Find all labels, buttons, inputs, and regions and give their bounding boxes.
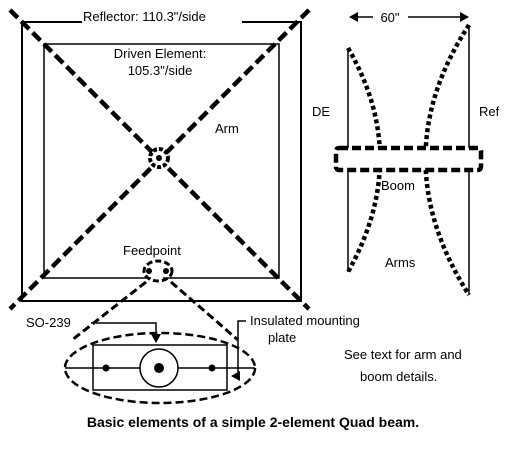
zoom-line-left	[71, 280, 147, 342]
boom-label: Boom	[381, 178, 415, 193]
mounting-plate-label-2: plate	[268, 330, 296, 345]
feedpoint-terminal-right	[163, 268, 169, 274]
driven-element-label: Driven Element:	[114, 46, 206, 61]
mounting-plate-label: Insulated mounting	[250, 313, 360, 328]
so239-center-pin	[154, 363, 164, 373]
mounting-hole-right	[208, 364, 216, 372]
note-text-2: boom details.	[360, 369, 437, 384]
arms-label: Arms	[385, 255, 416, 270]
front-view: Reflector: 110.3"/side Driven Element: 1…	[8, 8, 311, 311]
note-text: See text for arm and	[344, 347, 462, 362]
so239-label: SO-239	[26, 315, 71, 330]
feedpoint-gap	[151, 276, 163, 280]
reflector-label: Reflector: 110.3"/side	[83, 9, 206, 24]
ref-label: Ref	[479, 104, 500, 119]
feedpoint-highlight	[142, 259, 174, 283]
center-hub-dot	[156, 155, 162, 161]
feedpoint-detail: SO-239 Insulated mounting plate	[26, 280, 360, 405]
arm-label: Arm	[215, 121, 239, 136]
so239-pointer	[91, 322, 161, 343]
driven-element-length: 105.3"/side	[128, 63, 193, 78]
de-label: DE	[312, 104, 330, 119]
mounting-hole-left	[102, 364, 110, 372]
mounting-plate-pointer	[231, 320, 246, 381]
zoom-line-right	[170, 280, 239, 342]
driven-label-bg	[98, 45, 222, 77]
figure-caption: Basic elements of a simple 2-element Qua…	[87, 414, 419, 430]
de-arms	[346, 46, 383, 274]
boom	[333, 145, 484, 173]
feedpoint-terminal-left	[146, 268, 152, 274]
feedpoint-label: Feedpoint	[123, 243, 181, 258]
side-view: 60" DE Ref Boom Arms See text for arm an…	[312, 10, 500, 384]
spacing-label: 60"	[380, 10, 399, 25]
reflector-label-bg	[82, 9, 242, 25]
